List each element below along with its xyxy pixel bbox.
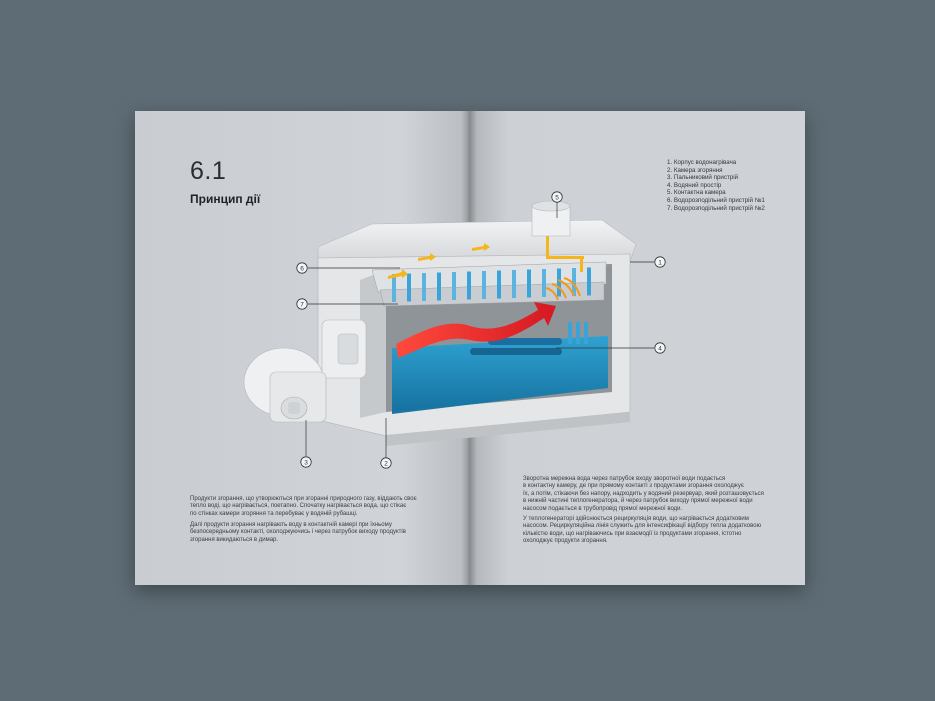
callout-leaders [305, 202, 654, 458]
grate-bar [437, 272, 441, 301]
text-line: Далі продукти згорання нагрівають воду в… [190, 522, 392, 528]
grate-bar [407, 273, 411, 302]
grate-bar [572, 268, 576, 296]
callout-5: 5 [551, 191, 563, 203]
burner-assembly [243, 319, 367, 423]
flow-arrows [388, 224, 584, 279]
grate-bar [587, 267, 591, 296]
grate-bar [422, 273, 426, 301]
callout-label: 2 [384, 460, 388, 467]
callout-4: 4 [654, 342, 666, 354]
text-line: У теплогенераторі здійснюється рециркуля… [523, 516, 749, 522]
heat-waves [545, 277, 581, 301]
grate-bar [482, 271, 486, 299]
text-line: в нижній частині теплогенератора, й чере… [523, 498, 753, 505]
callout-label: 3 [304, 459, 308, 466]
left-paragraph-1: Продукти згорання, що утворюються при зг… [190, 496, 417, 518]
callout-6: 6 [296, 262, 308, 274]
grate-bar [452, 272, 456, 300]
right-paragraph-2: У теплогенераторі здійснюється рециркуля… [523, 516, 761, 546]
legend-item: 3. Пальниковий пристрій [667, 174, 739, 182]
callout-label: 5 [555, 194, 559, 201]
component-legend: 1. Корпус водонагрівача 2. Камера згорян… [667, 159, 765, 212]
text-line: насосом подається в трубопровід прямої м… [523, 505, 683, 512]
combustion-flame-arrow [396, 302, 556, 358]
right-paragraph-1: Зворотна мережна вода через патрубок вхо… [523, 476, 764, 513]
legend-item: 7. Водорозподільний пристрій №2 [667, 204, 765, 212]
section-number: 6.1 [190, 157, 227, 185]
text-line: насосом. Рециркуляційна лінія служить дл… [523, 523, 762, 530]
grate-bar [497, 270, 501, 299]
text-line: згорання викидаються в димар. [190, 536, 279, 543]
legend-item: 6. Водорозподільний пристрій №1 [667, 196, 765, 204]
text-line: кількістю води, що нагріваючись при взає… [523, 530, 742, 537]
text-line: по стінках камери згоряння та перебуває … [190, 510, 358, 517]
grate-bar [527, 269, 531, 298]
flue-outlet [531, 200, 571, 237]
grate-bar [392, 274, 396, 302]
left-paragraph-2: Далі продукти згорання нагрівають воду в… [190, 522, 406, 544]
grate-bars [392, 267, 591, 302]
text-line: Продукти згорання, що утворюються при зг… [190, 496, 417, 502]
callout-label: 7 [300, 301, 304, 308]
section-title: Принцип дії [190, 192, 261, 206]
callout-3: 3 [300, 456, 312, 468]
water-space [392, 336, 608, 414]
text-line: тепло воді, що нагрівається, поетапно. С… [190, 503, 407, 510]
callout-label: 4 [658, 345, 662, 352]
text-line: Зворотна мережна вода через патрубок вхо… [523, 476, 726, 482]
grate-bar [542, 269, 546, 297]
callout-2: 2 [380, 457, 392, 469]
text-line: їх, а потім, стікаючи без напору, надход… [523, 490, 764, 497]
callout-label: 6 [300, 265, 304, 272]
callout-7: 7 [296, 298, 308, 310]
text-line: безпосередньому контакті, охолоджуючись … [190, 529, 406, 536]
legend-item: 5. Контактна камера [667, 189, 726, 197]
text-line: в контактну камеру, де при прямому конта… [523, 483, 744, 490]
text-line: охолоджує продукти згорання. [523, 538, 608, 545]
legend-item: 2. Камера згоряння [667, 166, 723, 174]
grate-bar [557, 268, 561, 297]
callout-markers: 1 2 3 4 5 6 7 [296, 191, 666, 469]
callout-label: 1 [658, 259, 662, 266]
grate-bar [512, 270, 516, 298]
callout-1: 1 [654, 256, 666, 268]
water-tubes [470, 322, 588, 355]
legend-item: 4. Водяний простір [667, 181, 722, 189]
legend-item: 1. Корпус водонагрівача [667, 159, 737, 166]
grate-bar [467, 271, 471, 300]
